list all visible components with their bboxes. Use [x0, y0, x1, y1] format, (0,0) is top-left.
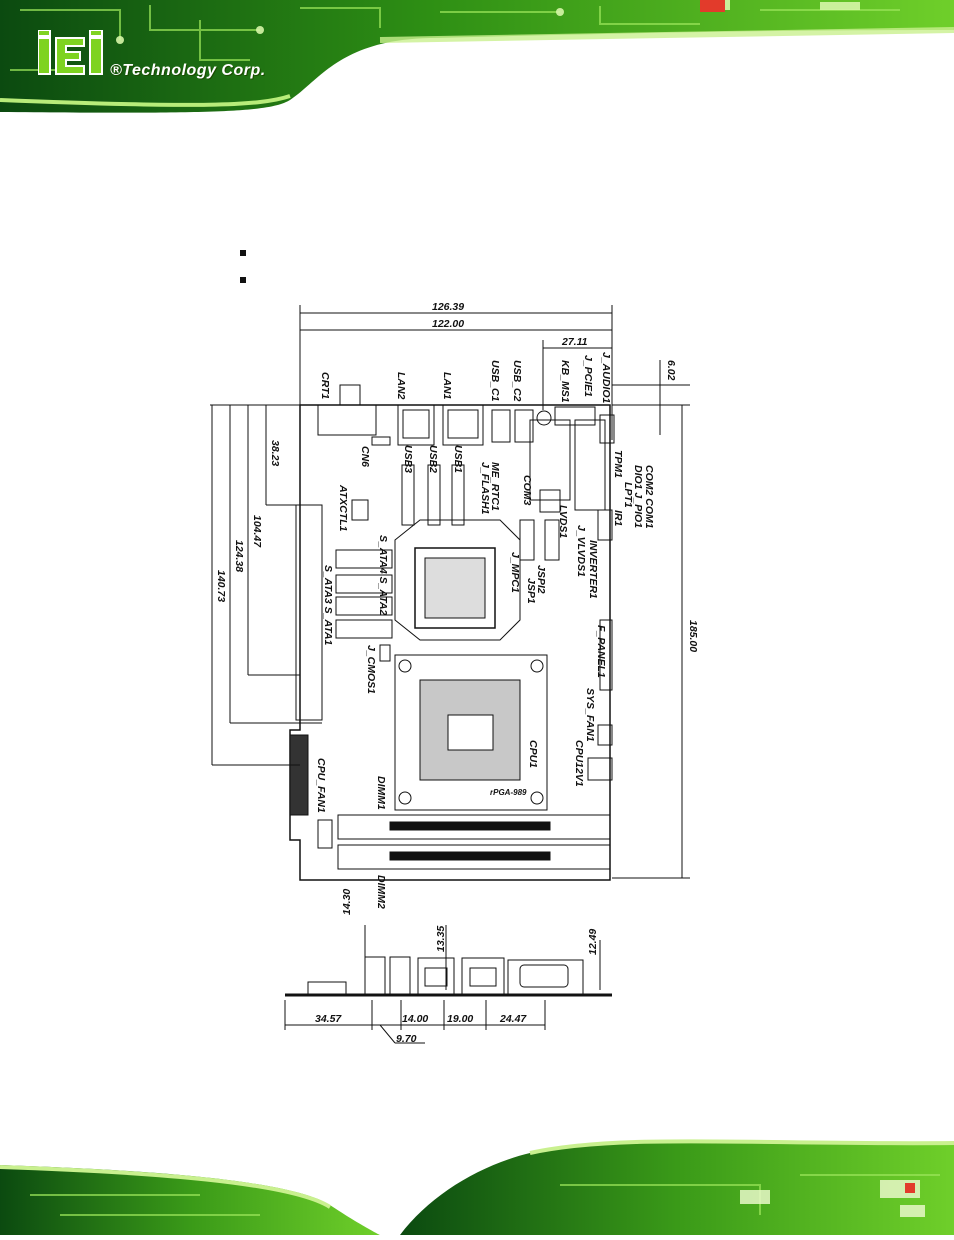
page-footer [0, 1125, 954, 1235]
label-j-cmos1: J_CMOS1 [365, 645, 377, 694]
label-me-rtc1: ME_RTC1 [489, 462, 501, 511]
label-atxctl1: ATXCTL1 [337, 484, 349, 532]
dim-left-d: 140.73 [215, 570, 227, 602]
label-ir1: IR1 [612, 510, 624, 527]
dim-bot-b: 14.00 [402, 1013, 428, 1025]
dim-right-height: 185.00 [687, 620, 699, 652]
label-crt1: CRT1 [319, 372, 331, 399]
dim-side-a: 14.30 [341, 889, 353, 915]
label-com3: COM3 [521, 475, 533, 505]
label-j-mpc1: J_MPC1 [509, 552, 521, 593]
dim-left-b: 104.47 [251, 515, 263, 548]
label-usb3: USB3 [402, 445, 414, 473]
dim-side-b: 13.35 [435, 926, 447, 952]
label-dimm2: DIMM2 [375, 875, 387, 909]
label-cpu-fan1: CPU_FAN1 [315, 758, 327, 813]
dim-side-c: 12.49 [587, 929, 599, 955]
header-pcb-banner [0, 0, 954, 120]
dim-bot-d: 24.47 [499, 1013, 527, 1025]
label-j-flash1: J_FLASH1 [479, 462, 491, 515]
label-jspi2: JSPI2 [535, 565, 547, 594]
dim-top-right: 27.11 [561, 336, 588, 348]
label-com2-com1: COM2 COM1 [643, 465, 655, 529]
label-rpga: rPGA-989 [490, 788, 527, 797]
bullet-marker [240, 250, 246, 256]
iei-logo-icon [37, 29, 103, 75]
dim-top-outer: 126.39 [432, 301, 464, 313]
dim-bot-e: 9.70 [396, 1033, 417, 1045]
brand-text: ®Technology Corp. [110, 62, 266, 79]
dim-bot-c: 19.00 [447, 1013, 473, 1025]
footer-pcb-banner [0, 1139, 954, 1235]
label-sys-fan1: SYS_FAN1 [584, 688, 596, 742]
label-kb-ms1: KB_MS1 [559, 360, 571, 403]
label-lan1: LAN1 [441, 372, 453, 400]
label-usb2: USB2 [427, 445, 439, 473]
label-f-panel1: F_PANEL1 [595, 625, 607, 678]
label-lvds1: LVDS1 [557, 505, 569, 538]
brand-logo [37, 29, 104, 81]
label-j-vlvds1: J_VLVDS1 [575, 525, 587, 577]
label-lan2: LAN2 [395, 372, 407, 400]
label-dimm1: DIMM1 [375, 776, 387, 810]
dim-top-inner: 122.00 [432, 318, 464, 330]
label-j-pcie1: J_PCIE1 [582, 355, 594, 397]
dim-bot-a: 34.57 [315, 1013, 342, 1025]
label-lpt1: LPT1 [622, 482, 634, 508]
label-s-ata4-s-ata2: S_ATA4 S_ATA2 [377, 535, 389, 615]
dim-left-a: 38.23 [269, 440, 281, 466]
label-dio1: DIO1 J_PIO1 [632, 465, 644, 528]
dim-left-c: 124.38 [233, 540, 245, 572]
label-cn6: CN6 [359, 446, 371, 467]
label-usb-c2: USB_C2 [511, 360, 523, 402]
label-inverter1: INVERTER1 [587, 540, 599, 599]
label-usb-c1: USB_C1 [489, 360, 501, 402]
label-tpm1: TPM1 [612, 450, 624, 478]
page-header: ®Technology Corp. [0, 0, 954, 120]
label-j-audio1: J_AUDIO1 [600, 352, 612, 404]
dim-right-top: 6.02 [665, 360, 677, 381]
label-s-ata3-s-ata1: S_ATA3 S_ATA1 [322, 565, 334, 645]
label-cpu1: CPU1 [527, 740, 539, 768]
label-cpu12v1: CPU12V1 [573, 740, 585, 787]
label-jsp1: JSP1 [525, 578, 537, 604]
label-usb1: USB1 [452, 445, 464, 473]
bullet-marker [240, 277, 246, 283]
